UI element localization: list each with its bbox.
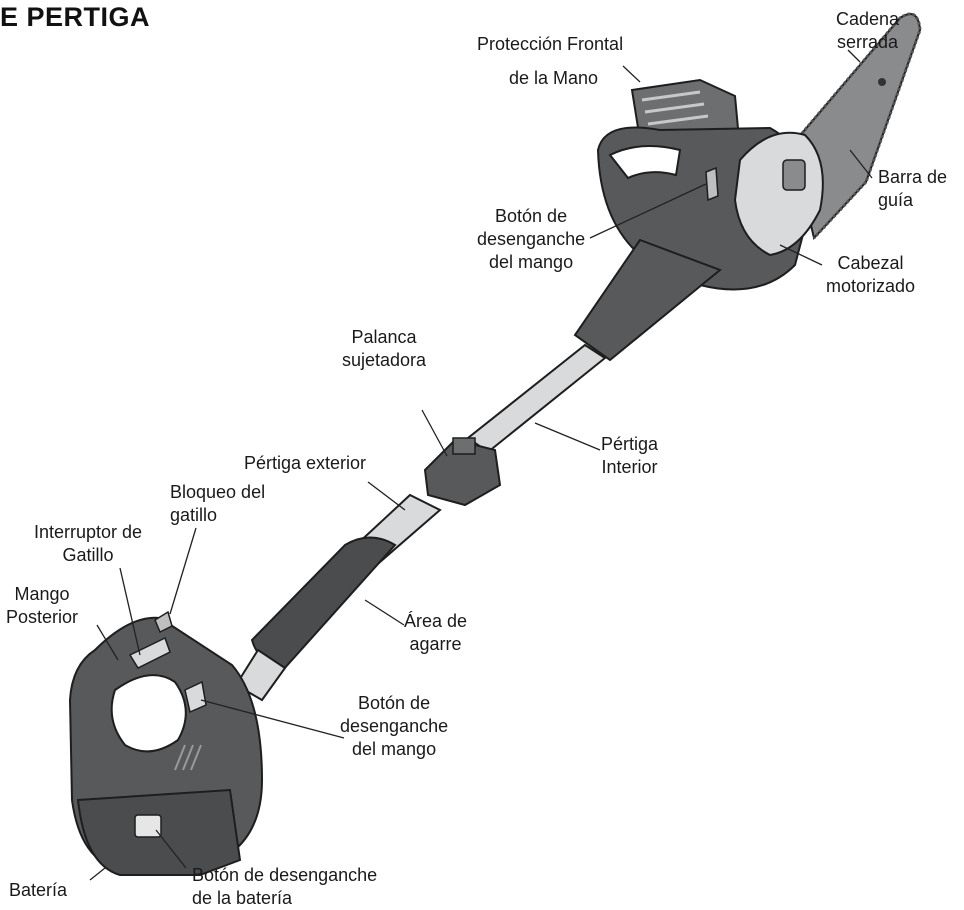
label-interruptor-gatillo: Interruptor de Gatillo (34, 521, 142, 567)
grip-area (252, 538, 395, 671)
label-boton-mango-inferior: Botón de desenganche del mango (340, 692, 448, 761)
label-palanca-sujetadora: Palanca sujetadora (342, 326, 426, 372)
label-pertiga-exterior: Pértiga exterior (244, 452, 366, 475)
clamp-lever (425, 438, 500, 505)
label-boton-bateria: Botón de desenganche de la batería (192, 864, 377, 910)
label-area-agarre: Área de agarre (404, 610, 467, 656)
label-de-la-mano: de la Mano (509, 67, 598, 90)
inner-pole (468, 345, 605, 452)
label-bateria: Batería (9, 879, 67, 902)
label-bloqueo-gatillo: Bloqueo del gatillo (170, 481, 265, 527)
label-boton-mango-superior: Botón de desenganche del mango (477, 205, 585, 274)
label-cabezal-motorizado: Cabezal motorizado (826, 252, 915, 298)
label-barra-de-guia: Barra de guía (878, 166, 947, 212)
label-mango-posterior: Mango Posterior (6, 583, 78, 629)
label-cadena-serrada: Cadena serrada (836, 8, 899, 54)
label-proteccion-frontal: Protección Frontal (477, 33, 623, 56)
battery (78, 790, 240, 875)
label-pertiga-interior: Pértiga Interior (601, 433, 658, 479)
